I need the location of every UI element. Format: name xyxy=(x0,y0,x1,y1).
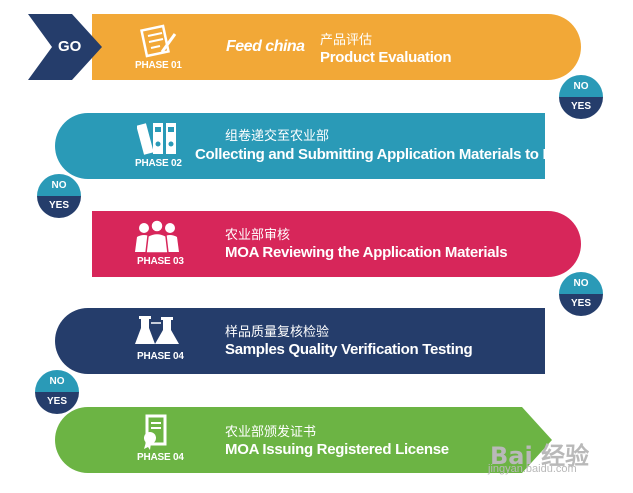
baidu-watermark: Bai 经验 xyxy=(490,442,590,470)
phase-2-title-cn: 组卷递交至农业部 xyxy=(225,129,330,144)
phase-label-5: PHASE 04 xyxy=(137,452,184,463)
baidu-watermark-url: jingyan.baidu.com xyxy=(488,463,577,475)
decision-badge-1: NO YES xyxy=(557,73,605,121)
decision-yes-label: YES xyxy=(37,196,81,218)
decision-badge-3: NO YES xyxy=(557,270,605,318)
band-phase-4 xyxy=(55,308,545,374)
phase-5-title-en: MOA Issuing Registered License xyxy=(225,441,449,458)
phase-1-title-en: Product Evaluation xyxy=(320,49,452,66)
phase-4-title-en: Samples Quality Verification Testing xyxy=(225,341,473,358)
band-phase-5 xyxy=(55,407,552,473)
phase-3-title-en: MOA Reviewing the Application Materials xyxy=(225,244,508,261)
people-group-icon xyxy=(135,219,179,254)
phase-3-title-cn: 农业部审核 xyxy=(225,228,291,243)
decision-yes-label: YES xyxy=(35,392,79,414)
feedchina-logo: Feed china xyxy=(226,38,305,55)
band-phase-1 xyxy=(92,14,581,80)
decision-badge-2: NO YES xyxy=(35,172,83,220)
lab-flask-icon xyxy=(135,316,179,344)
phase-4-title-cn: 样品质量复核检验 xyxy=(225,325,330,340)
certificate-icon xyxy=(144,414,167,450)
decision-no-label: NO xyxy=(35,370,79,392)
decision-no-label: NO xyxy=(559,75,603,97)
band-phase-3 xyxy=(92,211,581,277)
go-label: GO xyxy=(58,38,82,55)
phase-label-4: PHASE 04 xyxy=(137,351,184,362)
decision-no-label: NO xyxy=(37,174,81,196)
phase-1-title-cn: 产品评估 xyxy=(320,33,373,48)
phase-2-title-en: Collecting and Submitting Application Ma… xyxy=(195,146,577,163)
phase-label-3: PHASE 03 xyxy=(137,256,184,267)
decision-yes-label: YES xyxy=(559,97,603,119)
decision-yes-label: YES xyxy=(559,294,603,316)
decision-badge-4: NO YES xyxy=(33,368,81,416)
band-phase-2 xyxy=(55,113,545,179)
phase-label-1: PHASE 01 xyxy=(135,60,182,71)
binders-icon xyxy=(137,123,176,155)
go-arrow xyxy=(28,14,102,80)
decision-no-label: NO xyxy=(559,272,603,294)
phase-label-2: PHASE 02 xyxy=(135,158,182,169)
phase-5-title-cn: 农业部颁发证书 xyxy=(225,425,317,440)
document-pen-icon xyxy=(140,24,177,58)
